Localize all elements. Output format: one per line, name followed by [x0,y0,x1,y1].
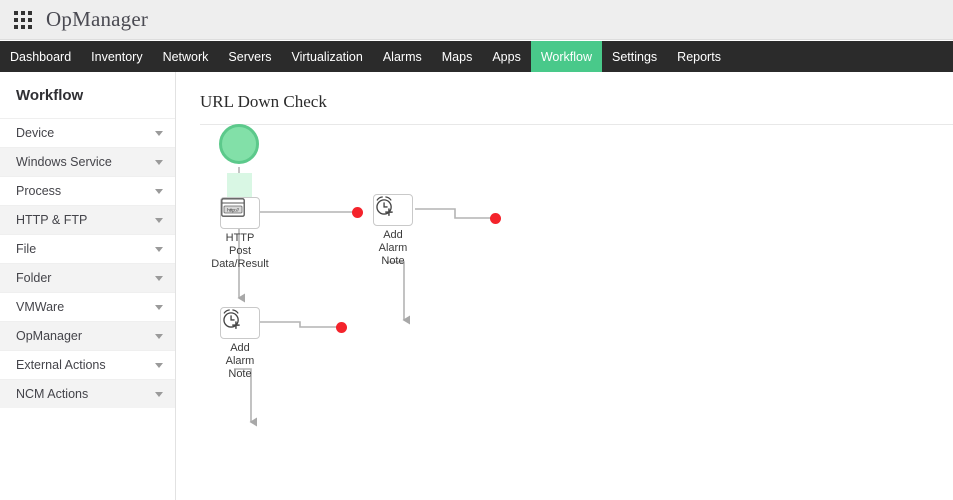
chevron-down-icon [155,391,163,397]
nav-item-virtualization[interactable]: Virtualization [291,49,363,64]
chevron-down-icon [155,304,163,310]
sidebar-item-opmanager[interactable]: OpManager [0,321,175,350]
page-title: URL Down Check [200,92,327,111]
sidebar-item-label: File [16,242,37,256]
sidebar-item-label: HTTP & FTP [16,213,88,227]
node-label-http-post: HTTP Post Data/Result [211,232,269,270]
sidebar-item-process[interactable]: Process [0,176,175,205]
nav-item-workflow[interactable]: Workflow [530,41,602,72]
chevron-down-icon [155,275,163,281]
sidebar-item-http-ftp[interactable]: HTTP & FTP [0,205,175,234]
sidebar-item-label: NCM Actions [16,387,89,401]
alarm-clock-plus-icon [223,309,240,330]
sidebar-item-device[interactable]: Device [0,118,175,147]
nav-item-inventory[interactable]: Inventory [91,49,143,64]
sidebar-item-external-actions[interactable]: External Actions [0,350,175,379]
nav-item-dashboard[interactable]: Dashboard [10,49,72,64]
chevron-down-icon [155,159,163,165]
nav-item-reports[interactable]: Reports [677,49,721,64]
node-add-alarm-note-1[interactable] [373,194,413,226]
sidebar-title: Workflow [16,86,84,104]
start-highlight [227,173,252,199]
title-divider [200,124,953,125]
start-node[interactable] [219,124,259,164]
sidebar-item-windows-service[interactable]: Windows Service [0,147,175,176]
workflow-connectors [234,167,493,427]
sidebar-item-label: External Actions [16,358,106,372]
sidebar-item-label: Device [16,126,55,140]
node-add-alarm-note-2[interactable] [220,307,260,339]
chevron-down-icon [155,188,163,194]
chevron-down-icon [155,217,163,223]
nav-item-maps[interactable]: Maps [441,49,473,64]
sidebar-item-label: Folder [16,271,52,285]
alarm-clock-plus-icon [376,196,393,217]
sidebar-item-label: Process [16,184,62,198]
content-area: URL Down Check [177,72,953,500]
nav-item-apps[interactable]: Apps [492,49,521,64]
sidebar-item-label: OpManager [16,329,83,343]
sidebar-item-label: Windows Service [16,155,112,169]
svg-text:http://: http:// [227,207,239,212]
chevron-down-icon [155,130,163,136]
main-nav: Dashboard Inventory Network Servers Virt… [0,41,953,72]
sidebar-item-file[interactable]: File [0,234,175,263]
sidebar-item-vmware[interactable]: VMWare [0,292,175,321]
apps-grid-icon[interactable] [14,10,32,29]
node-http-post-data-result[interactable]: http:// [220,197,260,229]
sidebar-item-folder[interactable]: Folder [0,263,175,292]
brand-bar: OpManager [0,0,953,40]
node-label-add-alarm-note-1: Add Alarm Note [378,229,408,267]
workflow-canvas[interactable]: http:// HTTP Post Data/Result Add Alarm … [177,72,953,500]
sidebar-item-ncm-actions[interactable]: NCM Actions [0,379,175,408]
chevron-down-icon [155,246,163,252]
brand-title: OpManager [46,7,149,31]
endpoint-dot-2[interactable] [490,213,501,224]
nav-item-network[interactable]: Network [162,49,209,64]
nav-item-servers[interactable]: Servers [228,49,272,64]
chevron-down-icon [155,333,163,339]
sidebar-item-label: VMWare [16,300,65,314]
endpoint-dot-3[interactable] [336,322,347,333]
chevron-down-icon [155,362,163,368]
node-label-add-alarm-note-2: Add Alarm Note [225,342,255,380]
nav-item-settings[interactable]: Settings [612,49,658,64]
http-browser-icon: http:// [221,198,245,217]
nav-item-alarms[interactable]: Alarms [382,49,422,64]
endpoint-dot-1[interactable] [352,207,363,218]
sidebar: Workflow Device Windows Service Process … [0,72,176,500]
